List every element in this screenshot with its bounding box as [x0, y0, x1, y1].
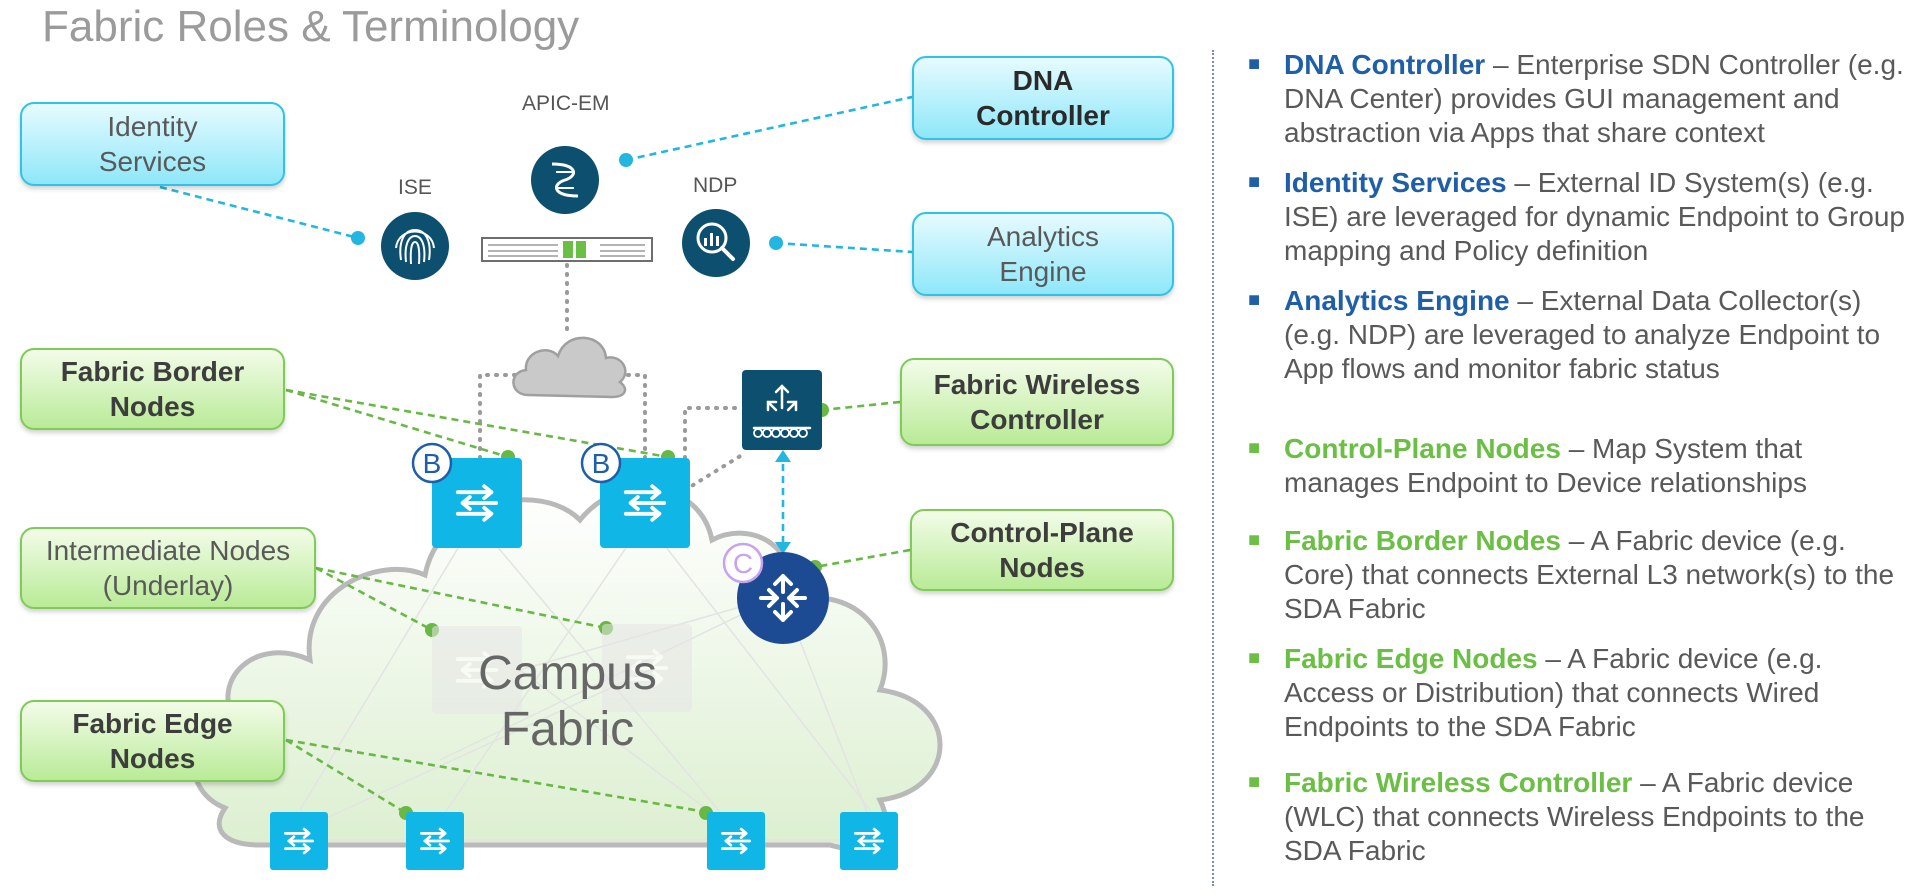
bullet-icon: ■ [1248, 437, 1261, 459]
legend-term: Fabric Wireless Controller [1284, 767, 1633, 798]
bullet-icon: ■ [1248, 53, 1261, 75]
campus-fabric-label: Campus Fabric [450, 646, 685, 758]
edge-switch-1 [270, 812, 328, 870]
legend-description: – A Fabric device (WLC) that connects Wi… [1284, 767, 1865, 866]
intermediate-nodes-box: Intermediate Nodes (Underlay) [20, 527, 316, 609]
legend-item-analytics-engine: ■ Analytics Engine – External Data Collec… [1246, 284, 1906, 386]
bullet-icon: ■ [1248, 289, 1261, 311]
bullet-icon: ■ [1248, 171, 1261, 193]
analytics-magnifier-icon [682, 209, 750, 277]
legend-term: Identity Services [1284, 167, 1507, 198]
control-badge-label: C [733, 548, 753, 579]
server-appliance-icon [481, 237, 653, 262]
fabric-border-nodes-box: Fabric Border Nodes [20, 348, 285, 430]
page-title: Fabric Roles & Terminology [42, 2, 580, 51]
terminology-list: ■ DNA Controller – Enterprise SDN Control… [1246, 48, 1906, 868]
border-badge-right: B [580, 442, 622, 484]
fabric-wireless-controller-box: Fabric Wireless Controller [900, 358, 1174, 446]
legend-term: Analytics Engine [1284, 285, 1510, 316]
legend-item-fabric-edge-nodes: ■ Fabric Edge Nodes – A Fabric device (e.… [1246, 642, 1906, 744]
fabric-diagram: B B C [159, 95, 943, 870]
dna-controller-box: DNA Controller [912, 56, 1174, 140]
fabric-node-links [285, 388, 911, 815]
bullet-icon: ■ [1248, 771, 1261, 793]
column-divider [1212, 50, 1214, 886]
intermediate-switch-left [432, 626, 522, 714]
legend-term: DNA Controller [1284, 49, 1486, 80]
controller-links [159, 95, 913, 254]
edge-switch-3 [707, 812, 765, 870]
legend-item-fabric-wireless-controller: ■ Fabric Wireless Controller – A Fabric d… [1246, 766, 1906, 868]
edge-switch-2 [406, 812, 464, 870]
legend-term: Fabric Edge Nodes [1284, 643, 1538, 674]
control-plane-badge: C [722, 542, 764, 584]
border-badge-left: B [411, 442, 453, 484]
ndp-label: NDP [693, 174, 738, 197]
ise-label: ISE [398, 176, 432, 199]
legend-description: – Enterprise SDN Controller (e.g. DNA Ce… [1284, 49, 1904, 148]
identity-services-box: Identity Services [20, 102, 285, 186]
legend-term: Fabric Border Nodes [1284, 525, 1561, 556]
fabric-label: Fabric [500, 703, 635, 756]
intermediate-switch-right [602, 624, 692, 712]
control-plane-nodes-box: Control-Plane Nodes [910, 509, 1174, 591]
legend-description: – A Fabric device (e.g. Access or Distri… [1284, 643, 1823, 742]
router-icon [737, 552, 829, 644]
legend-item-dna-controller: ■ DNA Controller – Enterprise SDN Control… [1246, 48, 1906, 150]
edge-switch-4 [840, 812, 898, 870]
border-switch-right [600, 458, 690, 548]
legend-item-control-plane-nodes: ■ Control-Plane Nodes – Map System that m… [1246, 432, 1906, 500]
legend-item-fabric-border-nodes: ■ Fabric Border Nodes – A Fabric device (… [1246, 524, 1906, 626]
cloud-icon [512, 336, 627, 399]
fabric-edge-nodes-box: Fabric Edge Nodes [20, 700, 285, 782]
legend-description: – A Fabric device (e.g. Core) that conne… [1284, 525, 1895, 624]
apic-em-icon [531, 146, 599, 214]
legend-description: – External Data Collector(s) (e.g. NDP) … [1284, 285, 1881, 384]
legend-item-identity-services: ■ Identity Services – External ID System(… [1246, 166, 1906, 268]
bullet-icon: ■ [1248, 529, 1261, 551]
legend-term: Control-Plane Nodes [1284, 433, 1561, 464]
border-switch-left [432, 458, 522, 548]
legend-description: – External ID System(s) (e.g. ISE) are l… [1284, 167, 1906, 266]
campus-label: Campus [478, 647, 657, 700]
wireless-controller-icon [742, 370, 822, 450]
analytics-engine-box: Analytics Engine [912, 212, 1174, 296]
legend-description: – Map System that manages Endpoint to De… [1284, 433, 1807, 498]
fingerprint-icon [381, 212, 449, 280]
border-badge-label: B [592, 448, 611, 479]
apic-em-label: APIC-EM [522, 92, 610, 115]
bullet-icon: ■ [1248, 647, 1261, 669]
border-badge-label: B [423, 448, 442, 479]
